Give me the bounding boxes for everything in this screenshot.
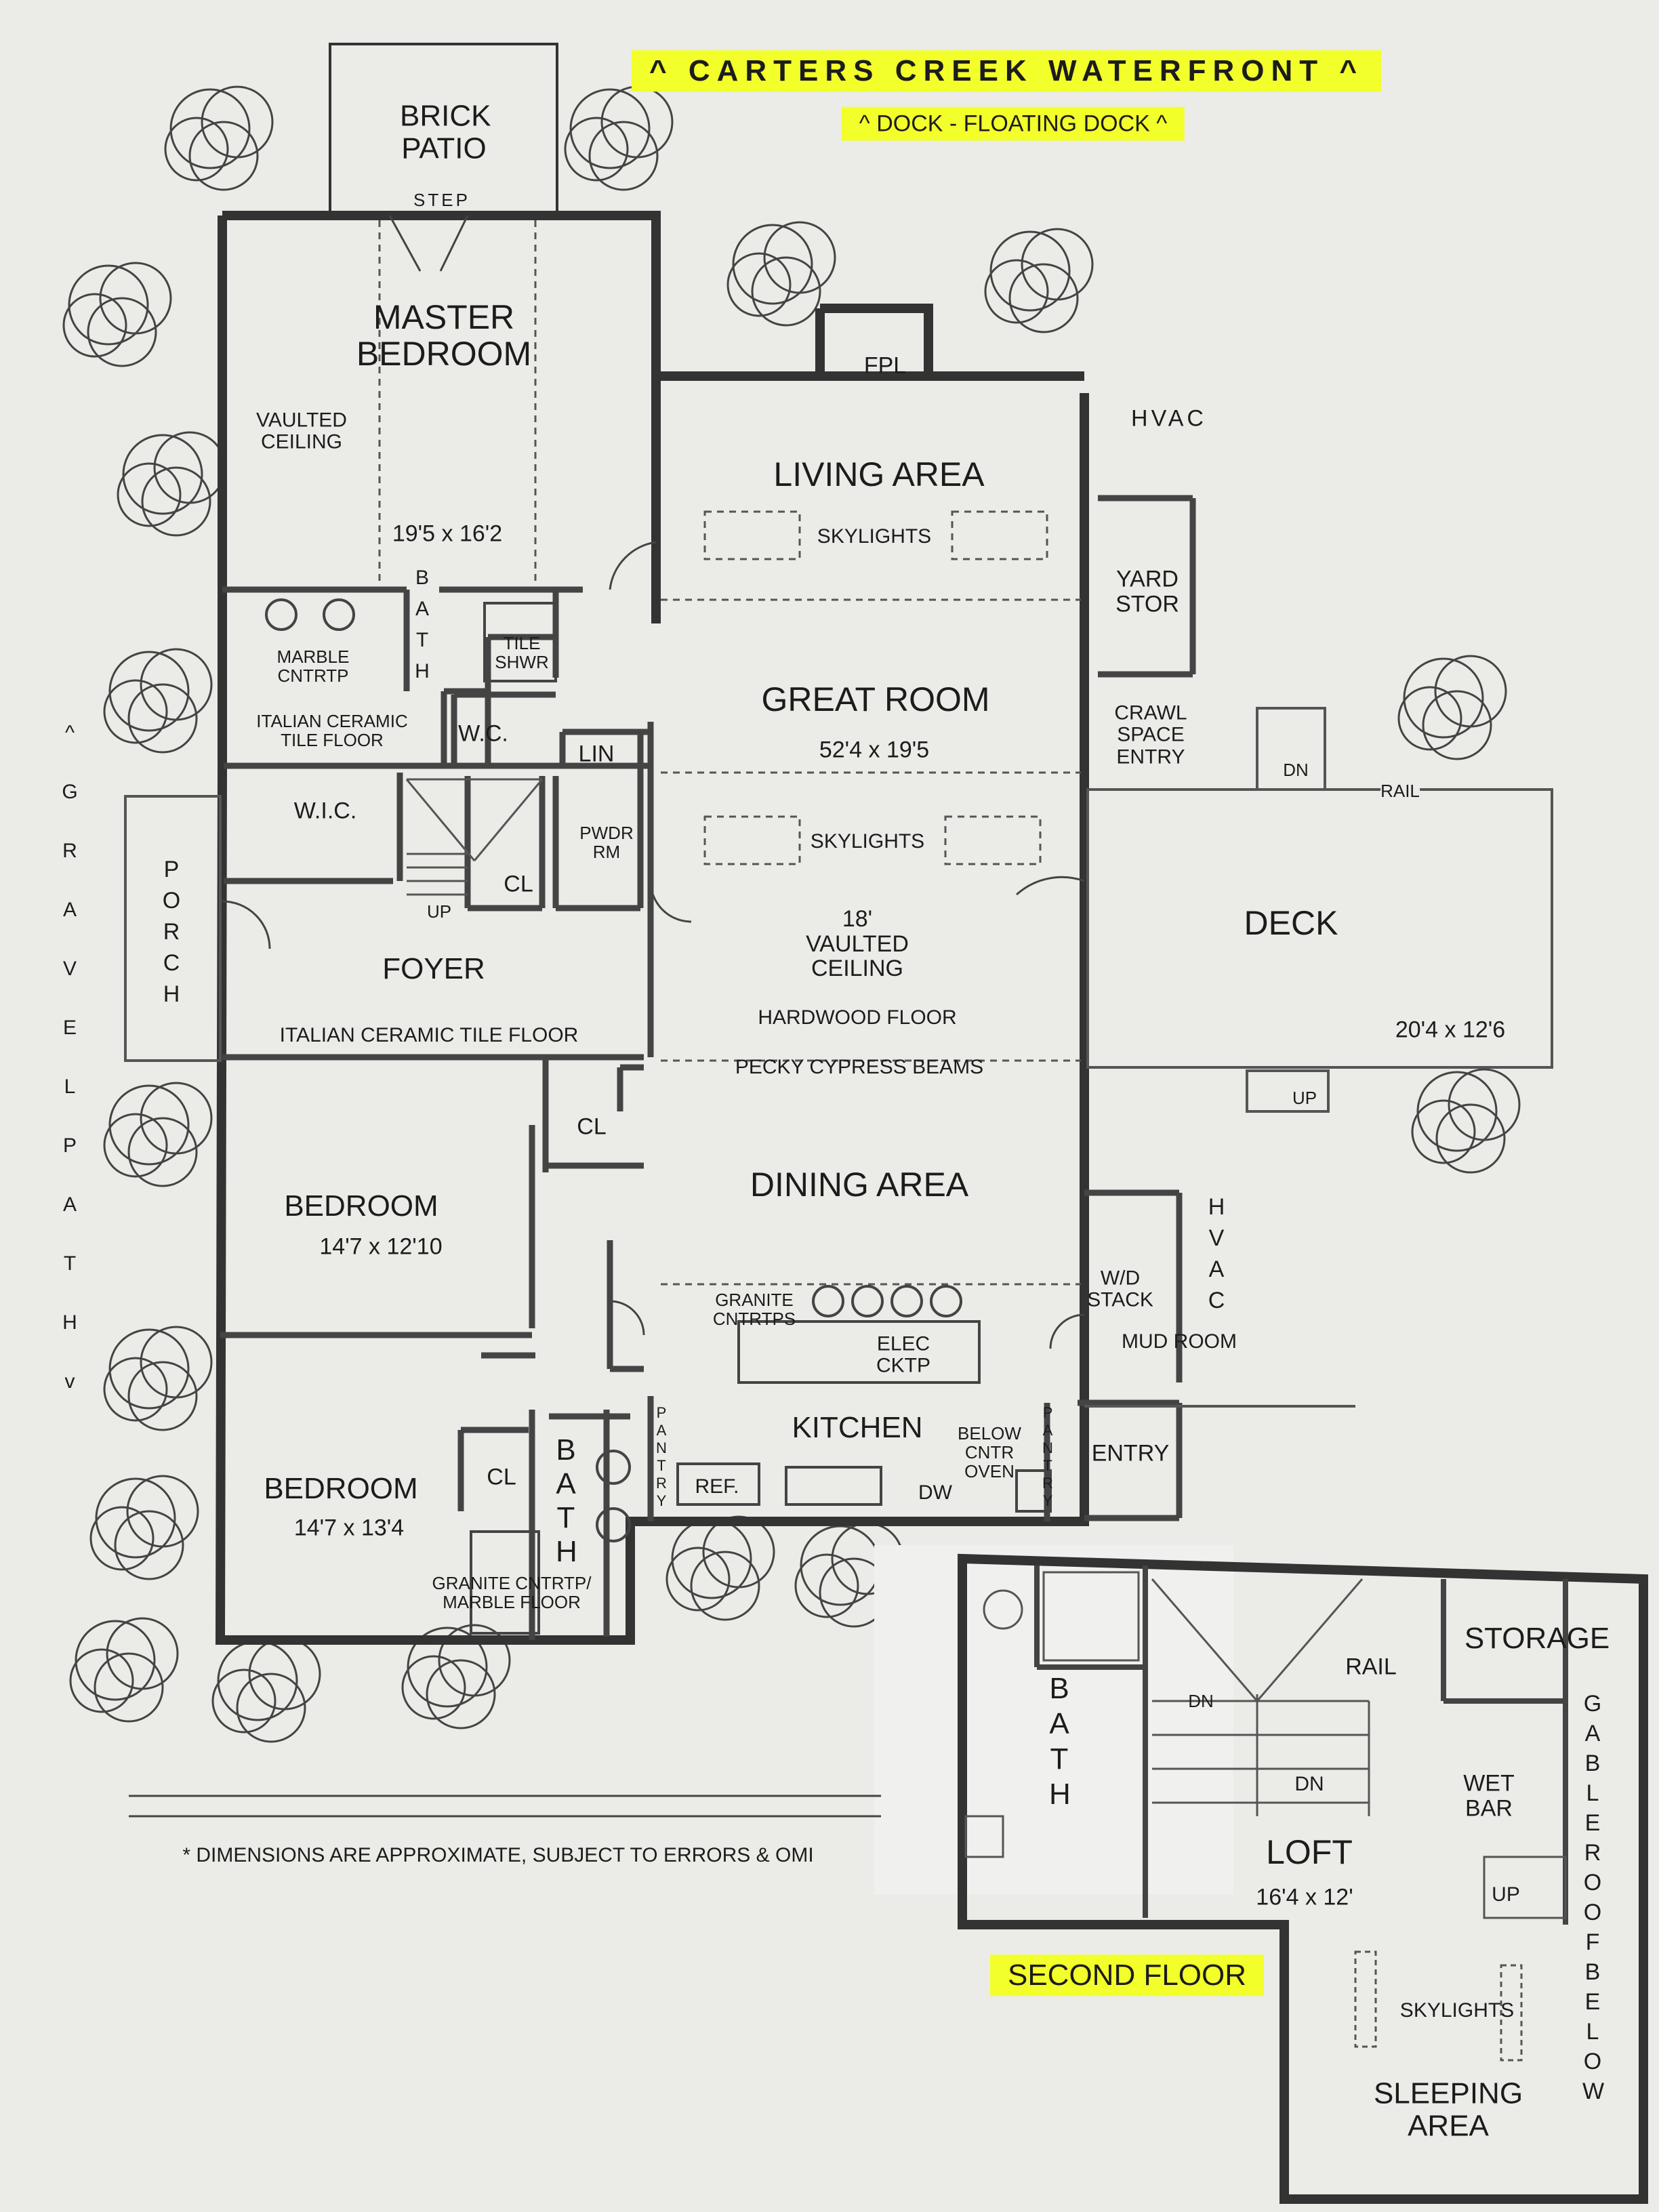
dimensions-footnote: * DIMENSIONS ARE APPROXIMATE, SUBJECT TO… <box>182 1843 814 1866</box>
second-floor-label: SECOND FLOOR <box>989 1954 1265 1996</box>
bedroom1-dims: 14'7 x 12'10 <box>319 1233 443 1260</box>
porch-label: PORCH <box>162 857 181 1007</box>
door-swings <box>222 215 1085 1349</box>
kitchen-label: KITCHEN <box>792 1411 923 1445</box>
bedroom1-label: BEDROOM <box>284 1189 438 1223</box>
sleeping-area-label: SLEEPING AREA <box>1373 2076 1523 2142</box>
vaulted-ceiling-label: VAULTED CEILING <box>256 409 347 453</box>
hall-bath-label: BATH <box>556 1433 577 1568</box>
brick-patio-label: BRICK PATIO <box>400 99 491 165</box>
exterior-walls <box>215 211 1089 1645</box>
page-subtitle: ^ DOCK - FLOATING DOCK ^ <box>841 106 1185 141</box>
foyer-label: FOYER <box>382 952 485 986</box>
linen-closet-label: LIN <box>578 741 615 767</box>
skylights-label-2: SKYLIGHTS <box>810 830 925 853</box>
dining-area-label: DINING AREA <box>750 1166 969 1204</box>
electric-cooktop-label: ELEC CKTP <box>876 1332 930 1377</box>
loft-rail-label: RAIL <box>1345 1654 1397 1680</box>
bedroom2-label: BEDROOM <box>264 1472 418 1506</box>
wd-stack-label: W/D STACK <box>1087 1267 1153 1311</box>
bath-fixtures <box>265 598 631 1635</box>
mud-room-label: MUD ROOM <box>1122 1330 1237 1353</box>
dishwasher-label: DW <box>918 1481 952 1504</box>
marble-countertop-label: MARBLE CNTRTP <box>276 646 350 686</box>
pantry-label-right: PANTRY <box>1042 1404 1053 1509</box>
hardwood-floor-label: HARDWOOD FLOOR <box>758 1006 957 1029</box>
loft-stair-up-label: UP <box>1492 1883 1520 1906</box>
hvac-label-side: HVAC <box>1208 1194 1225 1313</box>
kitchen-fixtures <box>676 1285 1052 1513</box>
second-floor-plan <box>874 1545 1648 2204</box>
walk-in-closet-label: W.I.C. <box>293 798 357 824</box>
master-tile-floor-label: ITALIAN CERAMIC TILE FLOOR <box>256 710 408 750</box>
bedroom2-dims: 14'7 x 13'4 <box>293 1515 405 1541</box>
wc-label: W.C. <box>458 720 508 747</box>
great-room-dims: 52'4 x 19'5 <box>819 737 930 763</box>
entry-label: ENTRY <box>1091 1440 1170 1467</box>
loft-dims: 16'4 x 12' <box>1256 1884 1353 1910</box>
deck-stair-up-label: UP <box>1292 1087 1317 1108</box>
deck-label: DECK <box>1244 904 1338 942</box>
master-bedroom-dims: 19'5 x 16'2 <box>392 520 503 547</box>
living-area-label: LIVING AREA <box>773 455 985 493</box>
yard-storage-label: YARD STOR <box>1115 566 1179 617</box>
crawl-space-label: CRAWL SPACE ENTRY <box>1114 701 1187 769</box>
step-label: STEP <box>413 189 470 210</box>
master-bedroom-label: MASTER BEDROOM <box>356 298 532 373</box>
loft-skylights-label: SKYLIGHTS <box>1399 1999 1515 2022</box>
foyer-floor-label: ITALIAN CERAMIC TILE FLOOR <box>279 1023 579 1046</box>
gravel-path-label: ^ GRAVEL PATH v <box>62 722 78 1393</box>
loft-stair-down-2: DN <box>1294 1772 1324 1795</box>
dashed-guides <box>378 220 1081 1286</box>
below-counter-oven-label: BELOW CNTR OVEN <box>958 1422 1021 1482</box>
deck-dims: 20'4 x 12'6 <box>1395 1017 1506 1043</box>
loft-label: LOFT <box>1266 1833 1353 1871</box>
stair-up-label: UP <box>426 901 452 922</box>
gable-roof-label: GABLE ROOF BELOW <box>1582 1691 1605 2104</box>
closet-label-foyer: CL <box>504 871 533 897</box>
pecky-cypress-label: PECKY CYPRESS BEAMS <box>735 1055 984 1078</box>
deck-stair-down-label: DN <box>1283 759 1309 780</box>
refrigerator-label: REF. <box>695 1475 739 1498</box>
stairs <box>405 778 544 896</box>
deck-rail-label: RAIL <box>1380 780 1420 801</box>
wet-bar-label: WET BAR <box>1463 1770 1515 1821</box>
great-room-label: GREAT ROOM <box>761 680 990 718</box>
granite-marble-label: GRANITE CNTRTP/ MARBLE FLOOR <box>432 1572 592 1612</box>
vaulted-ceiling-18-label: 18' VAULTED CEILING <box>806 905 909 982</box>
page-title: ^ CARTERS CREEK WATERFRONT ^ <box>631 50 1382 92</box>
closet-label-bed2: CL <box>487 1464 516 1490</box>
fireplace-label: FPL <box>863 352 907 379</box>
deck-outline <box>124 707 1553 1408</box>
tile-shower-label: TILE SHWR <box>495 632 549 672</box>
granite-countertops-label: GRANITE CNTRTPS <box>712 1289 796 1329</box>
second-floor-bath-label: BATH <box>1049 1672 1071 1811</box>
closet-label-hall: CL <box>577 1113 607 1140</box>
footnote-rules <box>129 1795 881 1818</box>
powder-room-label: PWDR RM <box>579 822 634 862</box>
hvac-label-top: HVAC <box>1131 405 1207 432</box>
master-bath-label: BATH <box>415 567 430 682</box>
storage-label: STORAGE <box>1464 1622 1610 1656</box>
pantry-label-left: PANTRY <box>656 1404 667 1509</box>
skylights-label-1: SKYLIGHTS <box>817 525 932 548</box>
loft-stair-down-1: DN <box>1188 1690 1214 1711</box>
